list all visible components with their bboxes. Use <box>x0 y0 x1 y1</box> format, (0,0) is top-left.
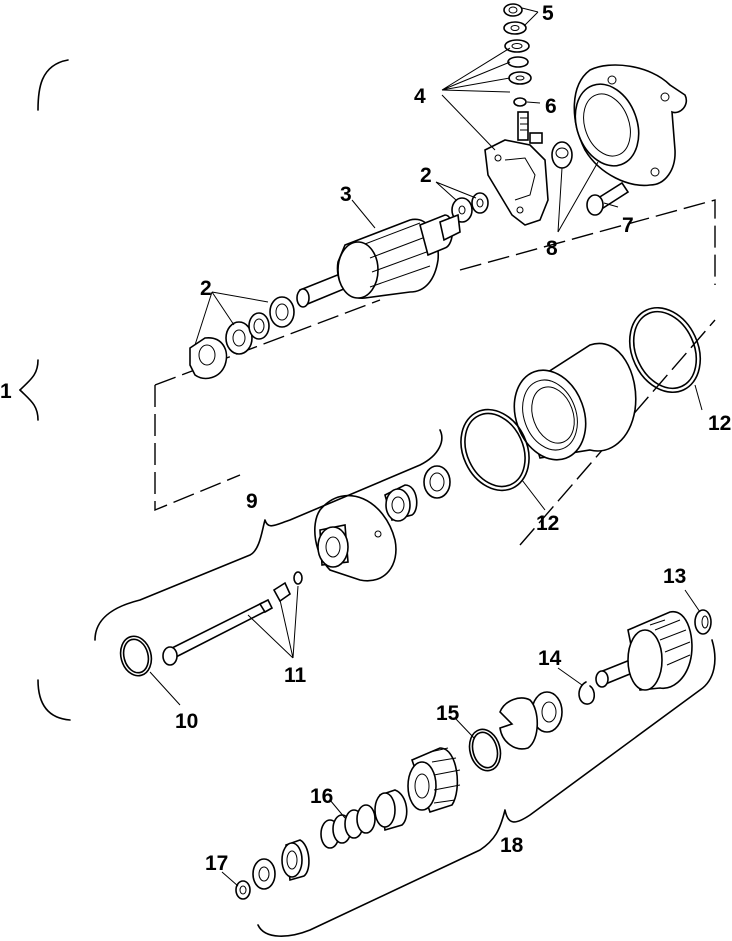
end-housing <box>573 64 688 187</box>
group-brace-9 <box>94 429 443 641</box>
spring-retainer <box>374 789 408 832</box>
washer-17 <box>235 880 251 900</box>
drive-spring <box>320 804 376 849</box>
spring-cup <box>281 839 310 882</box>
field-yoke <box>513 342 637 461</box>
callout-15: 15 <box>436 702 460 725</box>
pinion-gear <box>407 747 461 813</box>
o-ring-lower <box>460 408 530 492</box>
snap-ring-15 <box>468 728 502 772</box>
callout-3: 3 <box>340 183 352 206</box>
bearing-seal <box>423 465 451 499</box>
callout-5: 5 <box>542 2 554 25</box>
bushing <box>551 141 573 169</box>
callout-8: 8 <box>546 237 558 260</box>
through-bolt-long <box>162 571 303 666</box>
callout-1: 1 <box>0 380 12 403</box>
split-collar <box>499 697 539 750</box>
assembly-brace-1 <box>19 59 71 721</box>
callout-14: 14 <box>538 647 562 670</box>
armature <box>296 213 461 308</box>
washer-13 <box>694 609 712 635</box>
callout-labels: 1 2 2 3 4 5 6 7 8 9 10 11 12 12 13 14 15… <box>0 2 731 875</box>
callout-10: 10 <box>175 710 198 733</box>
snap-ring-14 <box>578 681 596 705</box>
callout-4: 4 <box>414 85 426 108</box>
callout-11: 11 <box>284 664 307 687</box>
lower-washers <box>189 296 295 380</box>
callout-2-lower: 2 <box>200 277 212 300</box>
group-brace-18 <box>257 639 716 937</box>
callout-18: 18 <box>500 834 524 857</box>
callout-7: 7 <box>622 214 634 237</box>
washer-large <box>252 858 276 890</box>
callout-13: 13 <box>663 565 686 588</box>
leader-lines <box>149 7 703 887</box>
nut-washer-stack <box>503 3 532 107</box>
snap-ring-10 <box>119 635 153 677</box>
callout-12-middle: 12 <box>536 512 559 535</box>
callout-6: 6 <box>545 95 557 118</box>
callout-2-upper: 2 <box>420 164 432 187</box>
o-ring-upper <box>628 306 702 394</box>
callout-17: 17 <box>205 852 228 875</box>
callout-16: 16 <box>310 785 333 808</box>
brush-holder-plate <box>484 111 549 226</box>
callout-12-right: 12 <box>708 412 731 435</box>
pinion-shaft-assembly <box>595 611 693 691</box>
through-bolt-short <box>586 181 630 216</box>
needle-bearing <box>384 484 418 522</box>
callout-9: 9 <box>246 490 258 513</box>
drive-end-housing <box>314 494 397 582</box>
